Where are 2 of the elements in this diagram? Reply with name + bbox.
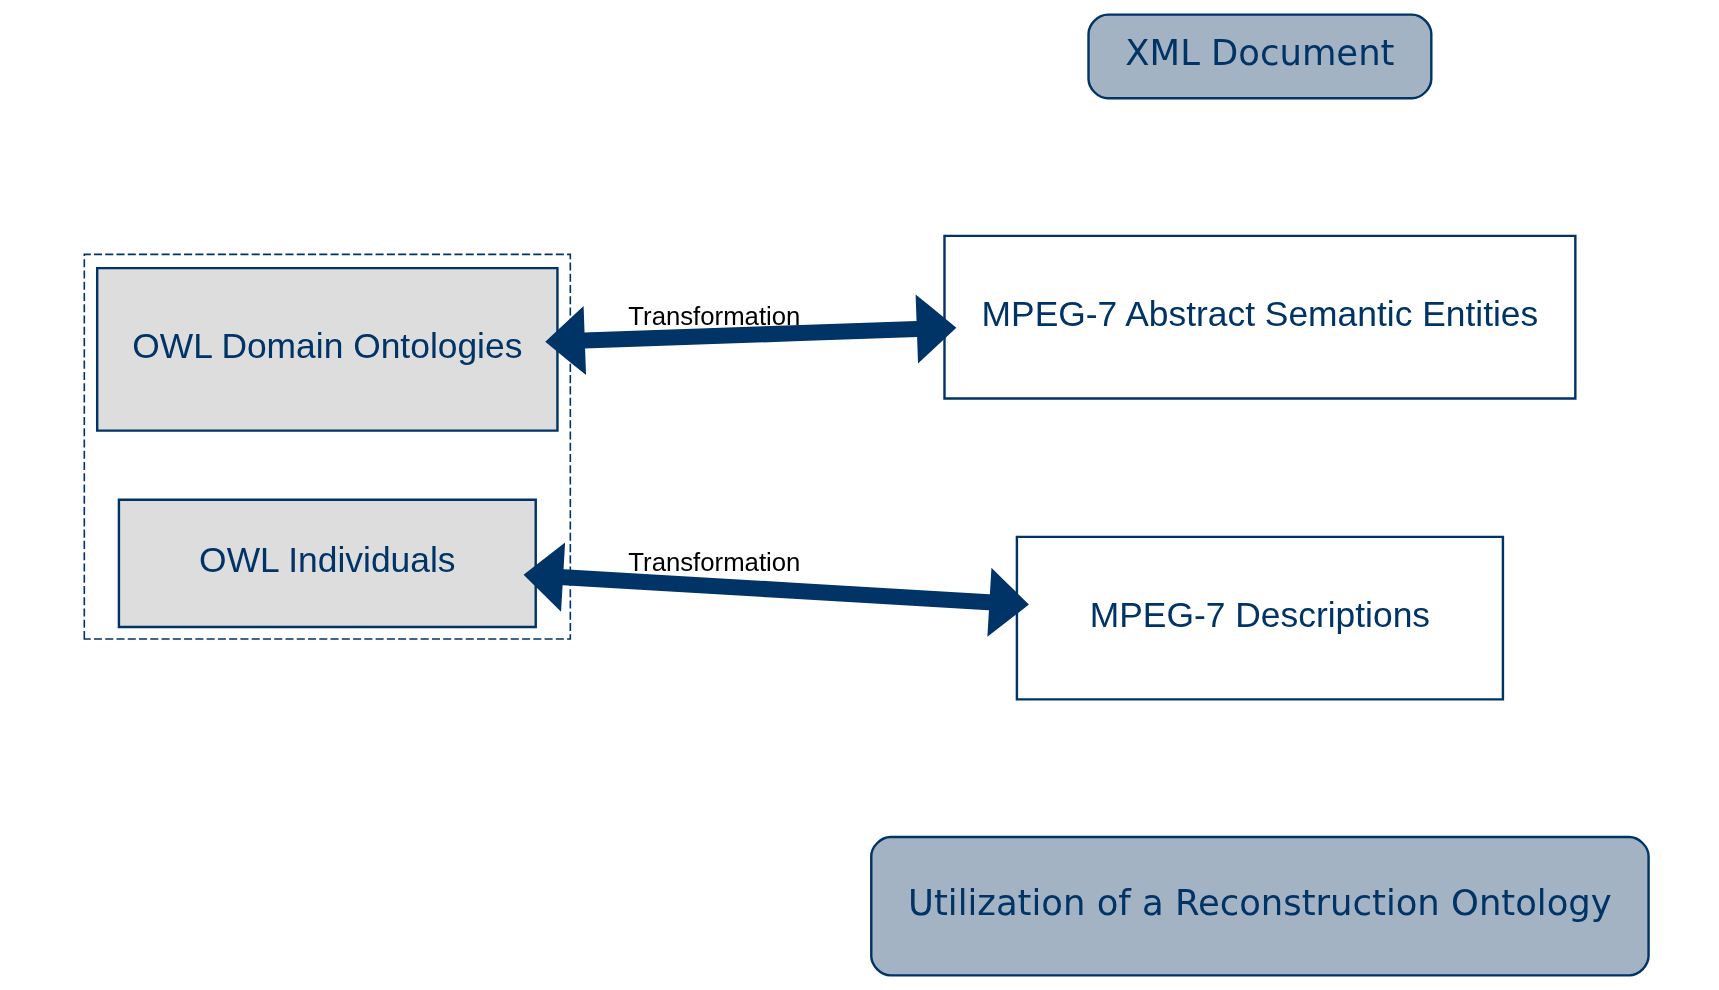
edge-label: Transformation bbox=[627, 548, 800, 577]
edge-label: Transformation bbox=[627, 301, 800, 330]
